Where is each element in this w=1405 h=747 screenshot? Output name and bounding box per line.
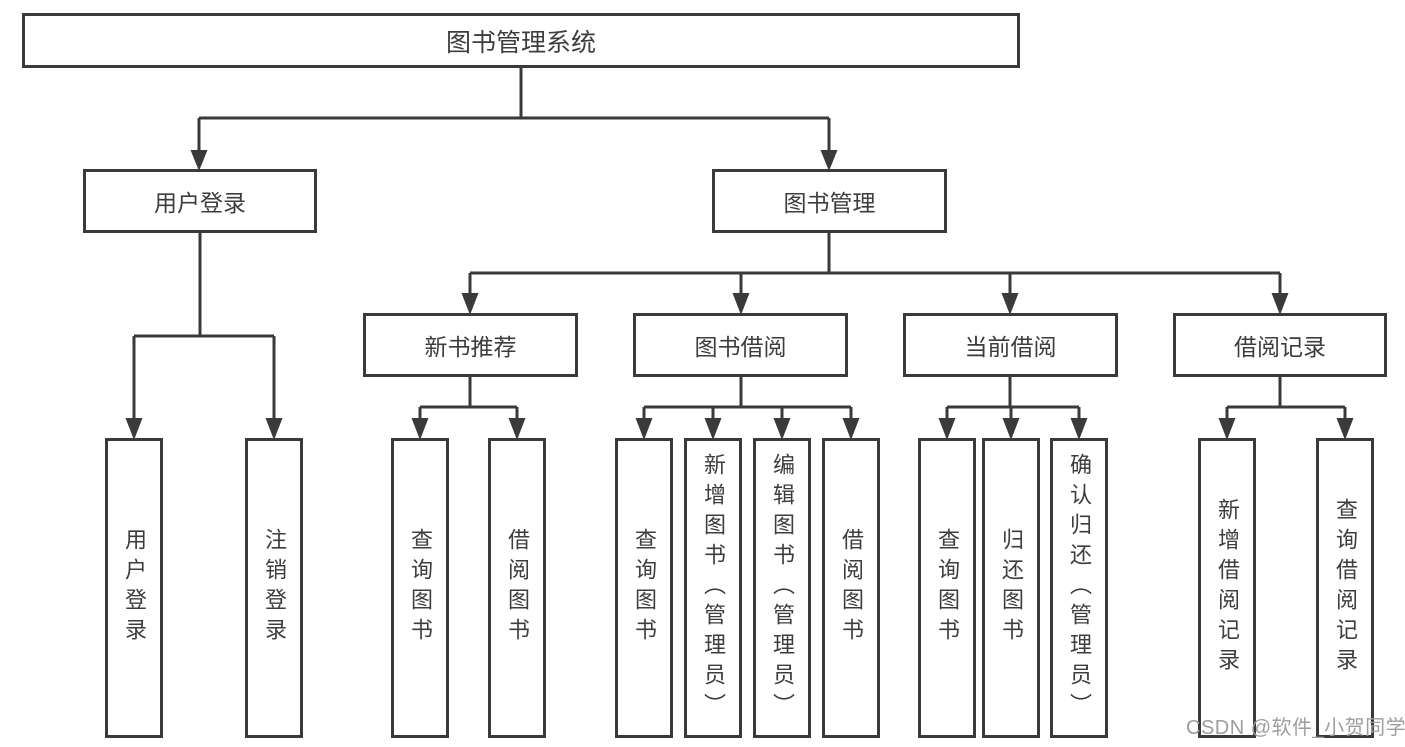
node-leaf-return-books-label: 归还图书 xyxy=(999,528,1024,648)
edge-current-to-leaves xyxy=(938,375,1088,440)
node-new-book-recommend: 新书推荐 xyxy=(363,313,578,377)
node-leaf-query-books-borrowing: 查询图书 xyxy=(615,438,673,738)
node-leaf-confirm-return-admin: 确认归还（管理员） xyxy=(1050,438,1108,738)
node-new-book-recommend-label: 新书推荐 xyxy=(424,334,517,360)
node-leaf-user-login: 用户登录 xyxy=(105,438,163,738)
node-user-login-branch-label: 用户登录 xyxy=(154,190,246,216)
node-leaf-query-books-recommend: 查询图书 xyxy=(391,438,449,738)
node-root-label: 图书管理系统 xyxy=(445,28,596,57)
node-book-borrowing: 图书借阅 xyxy=(633,313,848,377)
node-leaf-borrow-books-recommend: 借阅图书 xyxy=(488,438,546,738)
node-leaf-add-borrowing-record: 新增借阅记录 xyxy=(1198,438,1256,738)
node-book-borrowing-label: 图书借阅 xyxy=(694,334,787,360)
node-borrowing-records-label: 借阅记录 xyxy=(1234,334,1326,360)
edge-newbook-to-leaves xyxy=(411,375,526,440)
node-leaf-edit-books-admin: 编辑图书（管理员） xyxy=(753,438,811,738)
node-root-system: 图书管理系统 xyxy=(22,13,1020,68)
node-leaf-add-borrowing-record-label: 新增借阅记录 xyxy=(1215,498,1240,678)
node-user-login-branch: 用户登录 xyxy=(83,169,317,233)
edge-bookmgmt-to-level3 xyxy=(461,231,1289,315)
node-borrowing-records: 借阅记录 xyxy=(1173,313,1387,377)
node-leaf-query-books-current-label: 查询图书 xyxy=(935,528,960,648)
node-leaf-add-books-admin-label: 新增图书（管理员） xyxy=(701,453,726,723)
node-leaf-logout: 注销登录 xyxy=(245,438,303,738)
node-leaf-edit-books-admin-label: 编辑图书（管理员） xyxy=(770,453,795,723)
edge-userlogin-to-leaves xyxy=(125,231,283,440)
node-leaf-query-books-current: 查询图书 xyxy=(918,438,976,738)
node-current-borrowing: 当前借阅 xyxy=(903,313,1118,377)
node-leaf-borrow-books-borrowing: 借阅图书 xyxy=(822,438,880,738)
node-book-management: 图书管理 xyxy=(712,169,947,233)
edge-records-to-leaves xyxy=(1218,375,1354,440)
node-current-borrowing-label: 当前借阅 xyxy=(964,334,1057,360)
node-book-management-label: 图书管理 xyxy=(783,190,876,216)
node-leaf-query-borrowing-record-label: 查询借阅记录 xyxy=(1333,498,1358,678)
node-leaf-query-books-recommend-label: 查询图书 xyxy=(408,528,433,648)
edge-borrowing-to-leaves xyxy=(635,375,860,440)
node-leaf-query-borrowing-record: 查询借阅记录 xyxy=(1316,438,1374,738)
node-leaf-logout-label: 注销登录 xyxy=(262,528,287,648)
edge-root-to-level2 xyxy=(190,66,838,171)
csdn-watermark: CSDN @软件_小贺同学 xyxy=(1186,717,1405,739)
node-leaf-borrow-books-borrowing-label: 借阅图书 xyxy=(839,528,864,648)
node-leaf-return-books: 归还图书 xyxy=(982,438,1040,738)
node-leaf-query-books-borrowing-label: 查询图书 xyxy=(632,528,657,648)
node-leaf-borrow-books-recommend-label: 借阅图书 xyxy=(505,528,530,648)
node-leaf-add-books-admin: 新增图书（管理员） xyxy=(684,438,742,738)
node-leaf-confirm-return-admin-label: 确认归还（管理员） xyxy=(1067,453,1092,723)
node-leaf-user-login-label: 用户登录 xyxy=(122,528,147,648)
